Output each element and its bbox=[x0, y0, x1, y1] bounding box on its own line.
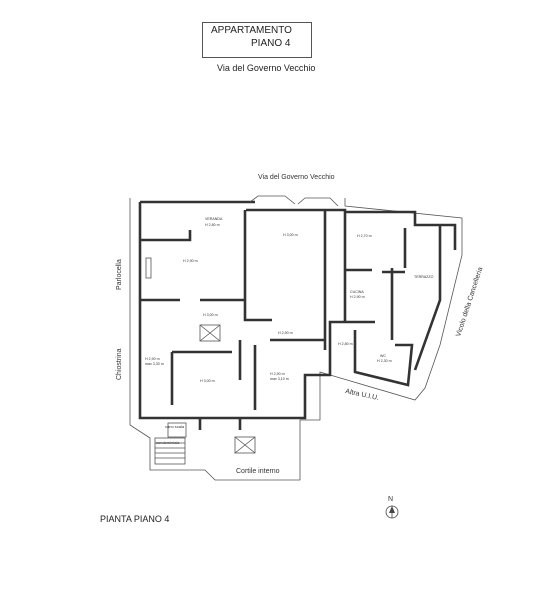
north-label: N bbox=[388, 496, 393, 503]
condominium-label: condominiale bbox=[156, 440, 180, 445]
title-line-2: PIANO 4 bbox=[251, 38, 291, 49]
room-se-height: H 2,90 m bbox=[270, 372, 285, 376]
room-sw-height: H 3,00 m bbox=[200, 379, 215, 383]
room-nw-height: H 2,90 m bbox=[183, 259, 198, 263]
courtyard-label: Cortile interno bbox=[236, 468, 280, 475]
plan-caption: PIANTA PIANO 4 bbox=[100, 514, 170, 524]
room-se-max: max 3,10 m bbox=[270, 377, 289, 381]
stairwell bbox=[154, 422, 187, 465]
north-arrow-icon: N bbox=[385, 496, 399, 519]
room-terrace: TERRAZZO bbox=[414, 275, 434, 279]
pillar bbox=[145, 257, 152, 279]
other-unit-label: Altra U.I.U. bbox=[345, 388, 380, 402]
apartment-walls bbox=[138, 200, 457, 430]
room-kitchen: CUCINA bbox=[350, 290, 364, 294]
veranda-bay bbox=[249, 195, 339, 207]
room-center-height: H 3,00 m bbox=[203, 313, 218, 317]
stair-label: vano scala bbox=[165, 424, 185, 429]
room-west-max: max 3,30 m bbox=[145, 362, 164, 366]
room-kitchen-height: H 2,90 m bbox=[350, 295, 365, 299]
lightwell-courtyard bbox=[234, 436, 256, 454]
room-wc-height: H 2,30 m bbox=[377, 359, 392, 363]
neighbour-outline bbox=[129, 198, 463, 481]
room-veranda: VERANDA bbox=[205, 217, 223, 221]
street-label-west-2: Chiostrina bbox=[116, 348, 123, 380]
room-east-height: H 2,80 m bbox=[338, 342, 353, 346]
street-label-east: Vicolo della Cancelleria bbox=[455, 266, 484, 337]
street-label-north: Via del Governo Vecchio bbox=[258, 174, 335, 181]
street-label-west-1: Parlocella bbox=[116, 259, 123, 290]
room-west-height: H 2,90 m bbox=[145, 357, 160, 361]
room-veranda-height: H 2,80 m bbox=[205, 223, 220, 227]
title-line-1: APPARTAMENTO bbox=[211, 25, 292, 36]
room-wc: WC bbox=[380, 354, 386, 358]
room-mid-height: H 2,90 m bbox=[278, 331, 293, 335]
room-n-height: H 3,00 m bbox=[283, 233, 298, 237]
lightwell-center bbox=[199, 324, 221, 342]
title-block bbox=[202, 22, 312, 58]
street-name-header: Via del Governo Vecchio bbox=[217, 63, 316, 73]
room-ne-height: H 2,70 m bbox=[357, 234, 372, 238]
